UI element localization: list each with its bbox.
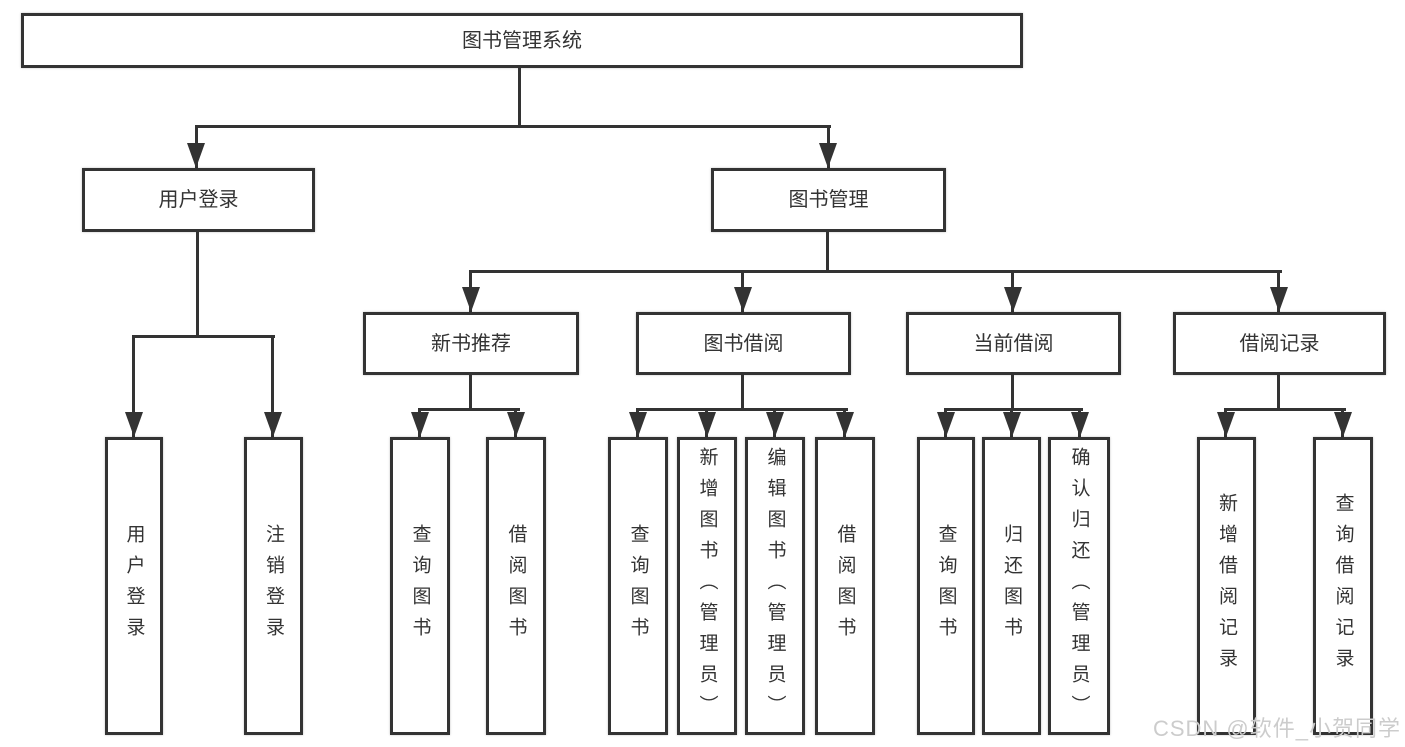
connector-user-login-stem	[196, 232, 199, 335]
node-current-borrowing: 当前借阅	[906, 312, 1121, 375]
leaf-cb-query-books: 查询图书	[917, 437, 975, 735]
connector-nb-stem	[469, 375, 472, 408]
node-root-library-system: 图书管理系统	[21, 13, 1023, 68]
node-borrowing-records: 借阅记录	[1173, 312, 1386, 375]
connector-book-mgmt-stem	[826, 232, 829, 270]
node-new-book-recommend: 新书推荐	[363, 312, 579, 375]
connector-bb-stem	[741, 375, 744, 408]
connector-root-stem	[518, 68, 521, 125]
arrowhead-cb-confirm	[1071, 412, 1089, 437]
leaf-nb-borrow-books: 借阅图书	[486, 437, 546, 735]
connector-level2-rail	[195, 125, 831, 128]
connector-bb-rail	[636, 408, 848, 411]
arrowhead-br-add	[1217, 412, 1235, 437]
leaf-bb-add-books-admin: 新增图书（管理员）	[677, 437, 737, 735]
csdn-watermark: CSDN @软件_小贺同学	[1152, 716, 1401, 741]
arrowhead-bb-add	[698, 412, 716, 437]
arrowhead-bb-edit	[766, 412, 784, 437]
arrowhead-bb-borrow	[836, 412, 854, 437]
node-user-login: 用户登录	[82, 168, 315, 232]
connector-cb-rail	[944, 408, 1083, 411]
leaf-bb-query-books: 查询图书	[608, 437, 668, 735]
leaf-cb-return-books: 归还图书	[982, 437, 1041, 735]
arrowhead-new-book	[462, 287, 480, 312]
leaf-nb-query-books: 查询图书	[390, 437, 450, 735]
node-book-borrowing: 图书借阅	[636, 312, 851, 375]
arrowhead-book-mgmt	[819, 143, 837, 168]
arrowhead-bb-query	[629, 412, 647, 437]
arrowhead-cb-return	[1003, 412, 1021, 437]
leaf-logout: 注销登录	[244, 437, 303, 735]
leaf-br-add-record: 新增借阅记录	[1197, 437, 1256, 735]
arrowhead-cb-query	[937, 412, 955, 437]
arrowhead-login	[125, 412, 143, 437]
arrowhead-book-borrow	[734, 287, 752, 312]
connector-cb-stem	[1011, 375, 1014, 408]
leaf-cb-confirm-return-admin: 确认归还（管理员）	[1048, 437, 1110, 735]
arrowhead-borrow-record	[1270, 287, 1288, 312]
connector-logout-drop	[271, 335, 274, 437]
arrowhead-user-login	[187, 143, 205, 168]
connector-br-stem	[1277, 375, 1280, 408]
arrowhead-current-borrow	[1004, 287, 1022, 312]
connector-level3-rail	[469, 270, 1282, 273]
leaf-bb-edit-books-admin: 编辑图书（管理员）	[745, 437, 805, 735]
arrowhead-br-query	[1334, 412, 1352, 437]
connector-br-rail	[1224, 408, 1346, 411]
connector-user-login-rail	[132, 335, 275, 338]
connector-nb-rail	[418, 408, 520, 411]
leaf-user-login: 用户登录	[105, 437, 163, 735]
leaf-bb-borrow-books: 借阅图书	[815, 437, 875, 735]
node-book-management: 图书管理	[711, 168, 946, 232]
arrowhead-nb-borrow	[507, 412, 525, 437]
leaf-br-query-record: 查询借阅记录	[1313, 437, 1373, 735]
connector-login-drop	[132, 335, 135, 437]
arrowhead-logout	[264, 412, 282, 437]
arrowhead-nb-query	[411, 412, 429, 437]
